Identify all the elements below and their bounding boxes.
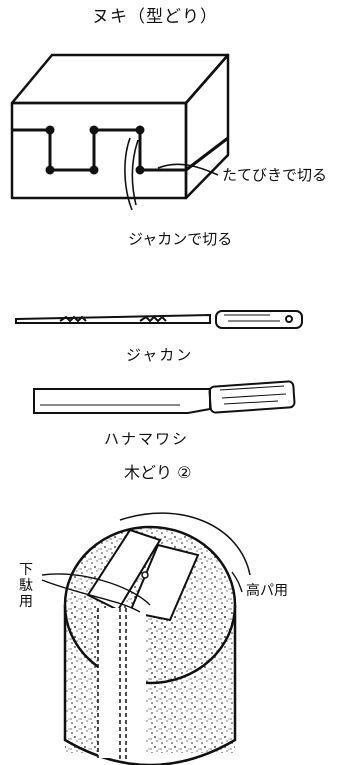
label-tatebiki: たてびきで切る	[222, 166, 328, 184]
label-jakan-cut: ジャカンで切る	[128, 230, 233, 248]
log-cylinder	[41, 512, 251, 765]
label-takapa: 高パ用	[246, 583, 288, 599]
title-kidori: 木どり ②	[124, 463, 192, 482]
wood-block	[10, 53, 230, 200]
label-hanamawashi: ハナマワシ	[104, 430, 190, 448]
leader-lines-top	[124, 137, 219, 211]
hanamawashi-drawing	[33, 380, 296, 414]
label-geta: 下駄用	[19, 562, 33, 610]
jakan-saw-drawing	[15, 310, 303, 329]
drill-holes	[45, 125, 145, 175]
jakan-cut-path	[12, 128, 229, 172]
title-nuki: ヌキ（型どり）	[92, 7, 218, 27]
label-jakan: ジャカン	[126, 346, 194, 364]
